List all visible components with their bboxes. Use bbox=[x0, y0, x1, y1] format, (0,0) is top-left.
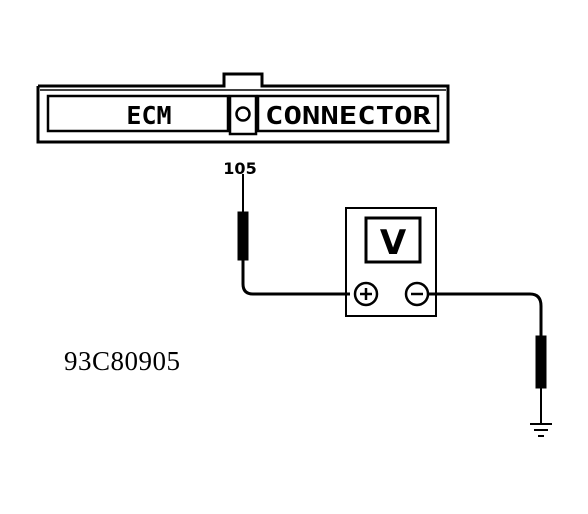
ecm-label: ECM bbox=[126, 101, 171, 130]
meter-display: V bbox=[380, 223, 407, 263]
negative-probe bbox=[428, 292, 547, 424]
ecm-connector bbox=[36, 72, 450, 144]
pin-number-label: 105 bbox=[223, 159, 256, 178]
figure-id: 93C80905 bbox=[64, 346, 181, 376]
positive-probe bbox=[237, 174, 350, 296]
ground-icon bbox=[530, 423, 552, 437]
positive-terminal-icon bbox=[353, 281, 379, 307]
connector-label: CONNECTOR bbox=[265, 101, 432, 130]
connector-latch-icon bbox=[235, 106, 251, 122]
